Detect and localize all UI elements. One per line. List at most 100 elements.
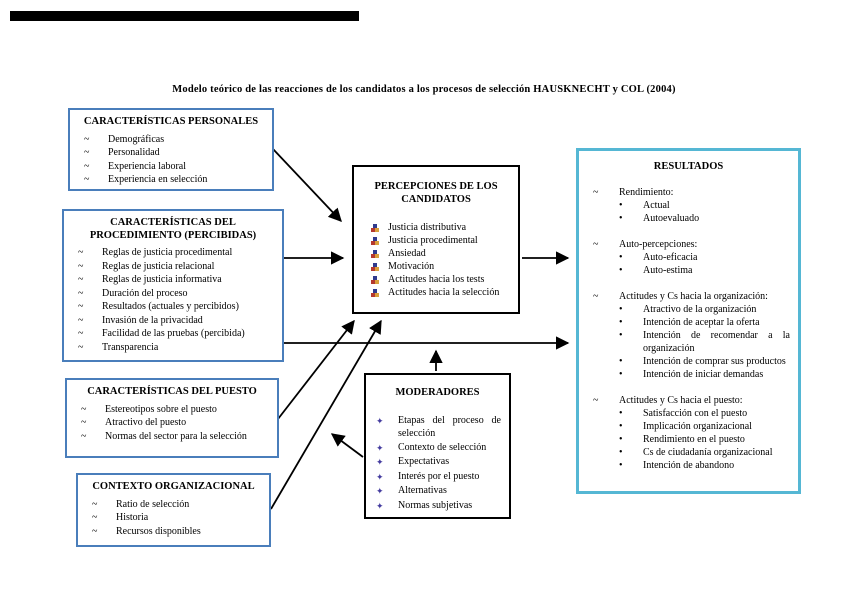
list-item: •Atractivo de la organización — [615, 303, 790, 316]
list-item: ✦Expectativas — [374, 455, 501, 470]
box-title: CARACTERÍSTICAS PERSONALES — [83, 116, 259, 127]
list-item-label: Justicia procedimental — [388, 235, 478, 247]
list-item-label: Transparencia — [102, 341, 159, 353]
list-item-label: Cs de ciudadanía organizacional — [643, 446, 773, 458]
list-item: ~Transparencia — [74, 341, 276, 355]
list-item: • Rendimiento en el puesto — [615, 433, 790, 446]
box-caracteristicas-puesto: CARACTERÍSTICAS DEL PUESTO ~Estereotipos… — [65, 378, 279, 458]
dot-bullet-icon: • — [619, 433, 623, 445]
box-title: CARACTERÍSTICAS DEL PROCEDIMIENTO (PERCI… — [89, 217, 257, 241]
resultados-group-label-row: ~Actitudes y Cs hacia la organización: — [589, 290, 790, 303]
resultados-group: ~Actitudes y Cs hacia la organización:•A… — [589, 290, 790, 381]
resultados-group: ~Auto-percepciones:•Auto-eficacia•Auto-e… — [589, 238, 790, 277]
list-item-label: Implicación organizacional — [643, 420, 752, 432]
list-item-label: Atractivo del puesto — [105, 417, 187, 429]
list-item: ~Historia — [88, 511, 263, 525]
list-item-label: Autoevaluado — [643, 212, 700, 224]
cluster-bullet-icon — [370, 262, 388, 272]
arrow-moderadores-to-contexto-path — [330, 433, 364, 458]
list-item-label: Atractivo de la organización — [643, 303, 757, 315]
tilde-bullet-icon: ~ — [84, 174, 90, 186]
dot-bullet-icon: • — [619, 368, 623, 380]
list-item-label: Ratio de selección — [116, 498, 190, 510]
dot-bullet-icon: • — [619, 251, 623, 263]
page-title: Modelo teórico de las reacciones de los … — [172, 84, 676, 95]
list-item-label: Etapas del proceso de selección — [398, 414, 501, 440]
list-item-label: Estereotipos sobre el puesto — [105, 403, 217, 415]
dot-bullet-icon: • — [619, 329, 623, 341]
list-item: •Intención de abandono — [615, 459, 790, 472]
list-item: ~Duración del proceso — [74, 287, 276, 301]
list-item-label: Demográficas — [108, 133, 165, 145]
list-item-label: Intención de recomendar a la organizació… — [643, 329, 790, 354]
list-item-label: Personalidad — [108, 147, 160, 159]
diamond-bullet-icon: ✦ — [376, 457, 384, 468]
list-item-label: Auto-estima — [643, 264, 693, 276]
arrow-puesto-to-percepciones — [277, 319, 355, 420]
list-item: ~Invasión de la privacidad — [74, 314, 276, 328]
list-item: ~Experiencia laboral — [80, 160, 266, 174]
tilde-bullet-icon: ~ — [78, 260, 84, 272]
tilde-bullet-icon: ~ — [78, 328, 84, 340]
list-item: ~Reglas de justicia procedimental — [74, 246, 276, 260]
list-item: ~ Resultados (actuales y percibidos) — [74, 300, 276, 314]
personales-items: ~Demográficas~Personalidad~Experiencia l… — [70, 133, 272, 187]
dot-bullet-icon: • — [619, 446, 623, 458]
dot-bullet-icon: • — [619, 355, 623, 367]
tilde-bullet-icon: ~ — [593, 290, 599, 302]
list-item: • Autoevaluado — [615, 212, 790, 225]
cluster-bullet-icon — [370, 236, 388, 246]
moderadores-items: ✦Etapas del proceso de selección✦Context… — [366, 414, 509, 514]
tilde-bullet-icon: ~ — [81, 403, 87, 415]
list-item: ✦Contexto de selección — [374, 441, 501, 456]
list-item: ~ Experiencia en selección — [80, 173, 266, 187]
list-item: ~Recursos disponibles — [88, 525, 263, 539]
tilde-bullet-icon: ~ — [78, 301, 84, 313]
list-item: •Intención de aceptar la oferta — [615, 316, 790, 329]
list-item-label: Actitudes hacia la selección — [388, 287, 500, 299]
list-item-label: Ansiedad — [388, 248, 426, 260]
box-contexto-organizacional: CONTEXTO ORGANIZACIONAL ~Ratio de selecc… — [76, 473, 271, 547]
cluster-bullet-icon — [370, 288, 388, 298]
list-item: ✦ Interés por el puesto — [374, 470, 501, 485]
list-item: ~Normas del sector para la selección — [77, 430, 271, 444]
list-item-label: Intención de abandono — [643, 459, 735, 471]
list-item: • Intención de iniciar demandas — [615, 368, 790, 381]
list-item: ~ Atractivo del puesto — [77, 416, 271, 430]
list-item: ~ Estereotipos sobre el puesto — [77, 403, 271, 417]
diamond-bullet-icon: ✦ — [376, 471, 384, 482]
list-item: Actitudes hacia los tests — [370, 274, 510, 287]
cluster-bullet-icon — [370, 275, 388, 285]
resultados-group-subitems: •Auto-eficacia•Auto-estima — [589, 251, 790, 277]
list-item: Motivación — [370, 261, 510, 274]
list-item-label: Experiencia laboral — [108, 160, 187, 172]
list-item-label: Interés por el puesto — [398, 470, 480, 482]
dot-bullet-icon: • — [619, 212, 623, 224]
tilde-bullet-icon: ~ — [81, 417, 87, 429]
list-item-label: Auto-eficacia — [643, 251, 698, 263]
list-item-label: Intención de aceptar la oferta — [643, 316, 760, 328]
list-item: •Actual — [615, 199, 790, 212]
list-item: •Satisfacción con el puesto — [615, 407, 790, 420]
list-item-label: Actitudes hacia los tests — [388, 274, 485, 286]
tilde-bullet-icon: ~ — [84, 133, 90, 145]
tilde-bullet-icon: ~ — [81, 430, 87, 442]
resultados-group-label: Actitudes y Cs hacia el puesto: — [619, 394, 743, 406]
list-item-label: Rendimiento en el puesto — [643, 433, 745, 445]
list-item-label: Contexto de selección — [398, 441, 487, 453]
list-item-label: Actual — [643, 199, 670, 211]
box-caracteristicas-procedimiento: CARACTERÍSTICAS DEL PROCEDIMIENTO (PERCI… — [62, 209, 284, 362]
list-item: • Intención de comprar sus productos — [615, 355, 790, 368]
list-item-label: Resultados (actuales y percibidos) — [102, 301, 239, 313]
list-item-label: Intención de iniciar demandas — [643, 368, 764, 380]
tilde-bullet-icon: ~ — [92, 525, 98, 537]
list-item-label: Reglas de justicia procedimental — [102, 247, 233, 259]
list-item-label: Historia — [116, 512, 149, 524]
list-item: • Intención de recomendar a la organizaci… — [615, 329, 790, 355]
tilde-bullet-icon: ~ — [78, 314, 84, 326]
list-item-label: Experiencia en selección — [108, 174, 208, 186]
tilde-bullet-icon: ~ — [84, 147, 90, 159]
tilde-bullet-icon: ~ — [78, 287, 84, 299]
list-item-label: Intención de comprar sus productos — [643, 355, 786, 367]
